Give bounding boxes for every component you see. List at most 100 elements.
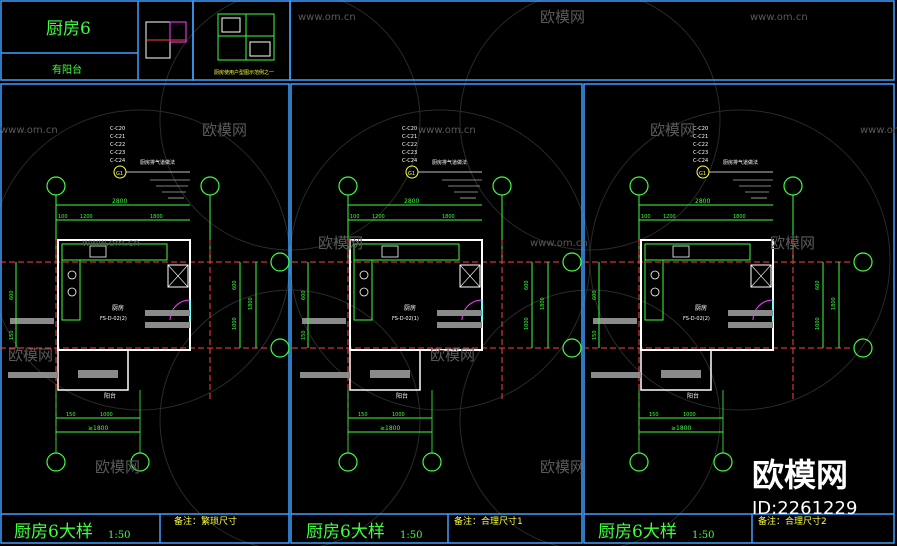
hatch-block [437,310,482,316]
dim-seg: 1200 [663,214,676,220]
axis-bubble [783,176,803,196]
stove-burner [67,287,77,297]
exhaust-tag: C-C21 [402,134,417,140]
dim-right-seg: 600 [524,280,530,290]
shaft-hatch [459,264,481,288]
header-title: 厨房6 [46,19,91,39]
balcony-label: 阳台 [687,392,699,400]
axis-bubble [853,252,873,272]
panel-1-scale: 1:50 [108,530,130,541]
exhaust-tag: C-C24 [110,158,125,164]
dim-bottom-seg: 1000 [683,412,696,418]
balcony-wall [349,349,421,391]
watermark-url-7: www.om.cn [530,238,588,249]
watermark-brand-1: 欧模网 [540,8,585,26]
stove-burner [359,287,369,297]
axis-bubble [338,452,358,472]
header-subtitle: 有阳台 [52,63,82,76]
hatch-block [661,370,701,378]
room-code: FS-D-02(2) [683,316,710,322]
dim-left: 600 [9,290,15,300]
watermark-brand-large: 欧模网 [752,456,848,494]
stove-burner [67,270,77,280]
dim-right-seg: 600 [815,280,821,290]
dim-top: 2800 [695,198,710,205]
room-code: FS-D-02(1) [392,316,419,322]
room-label: 厨房 [695,304,707,312]
dim-bottom-seg: 1000 [100,412,113,418]
exhaust-tag: C-C24 [693,158,708,164]
hatch-block [591,372,641,378]
watermark-brand-2: 欧模网 [202,121,247,139]
hatch-block [728,322,773,328]
watermark-brand-3: 欧模网 [650,121,695,139]
balcony-wall [640,349,712,391]
exhaust-tag: C-C22 [402,142,417,148]
counter-side [353,259,373,321]
axis-bubble [562,338,582,358]
exhaust-shaft [459,264,481,288]
dim-bottom-seg: 150 [358,412,368,418]
dim-bottom-seg: 150 [649,412,659,418]
exhaust-tag: C-C20 [693,126,708,132]
watermark-text-layer: www.om.cn 欧模网 www.om.cn www.om.cn 欧模网 ww… [0,8,897,476]
exhaust-tag: C-C21 [110,134,125,140]
axis-bubble [629,452,649,472]
dim-right-seg: 1000 [232,317,238,330]
panel-1-title: 厨房6大样 [14,522,93,542]
axis-bubble [270,338,290,358]
panel-3-title: 厨房6大样 [598,522,677,542]
exhaust-tag: C-C20 [402,126,417,132]
exhaust-shaft [167,264,189,288]
panel-2-scale: 1:50 [400,530,422,541]
sink [672,245,690,258]
counter-top [353,243,460,261]
dim-seg: 1200 [80,214,93,220]
axis-bubble [200,176,220,196]
dim-seg: 100 [641,214,651,220]
dim-seg: 1200 [372,214,385,220]
exhaust-tag: C-C23 [693,150,708,156]
axis-bubble [46,176,66,196]
axis-bubble [492,176,512,196]
door-swing [169,299,191,321]
exhaust-note: 厨房排气道做法 [723,159,758,166]
header-thumb-caption: 厨房使用户型图示范例之一 [214,69,274,76]
dim-bottom: ≥1800 [671,425,691,432]
kitchen-wall [640,239,774,351]
sink [381,245,399,258]
hatch-block [145,310,190,316]
axis-bubble [562,252,582,272]
balcony-label: 阳台 [104,392,116,400]
hatch-block [145,322,190,328]
exhaust-bubble-label: G1 [699,171,706,177]
counter-top [644,243,751,261]
hatch-block [300,372,350,378]
dim-bottom: ≥1800 [88,425,108,432]
watermark-brand-5: 欧模网 [770,234,815,252]
panel-2-note: 备注：合理尺寸1 [454,515,523,527]
watermark-brand-6: 欧模网 [8,346,53,364]
watermark-brand-7: 欧模网 [430,346,475,364]
dim-seg: 1800 [150,214,163,220]
dim-left: 600 [592,290,598,300]
dim-seg: 1800 [442,214,455,220]
title-block-1: 厨房6大样 1:50 备注：繁琐尺寸 [14,515,237,542]
dim-right: 1800 [540,297,546,310]
exhaust-tag: C-C23 [110,150,125,156]
dim-left-2: 150 [301,330,307,340]
room-label: 厨房 [404,304,416,312]
exhaust-tag: C-C20 [110,126,125,132]
watermark-brand-8: 欧模网 [95,458,140,476]
exhaust-tag: C-C23 [402,150,417,156]
axis-bubble [338,176,358,196]
dim-bottom-seg: 150 [66,412,76,418]
header-thumb-left [145,21,187,59]
dim-right: 1800 [831,297,837,310]
hatch-block [8,372,58,378]
watermark-url-2: www.om.cn [750,12,808,23]
watermark-url-4: www.om.cn [418,125,476,136]
